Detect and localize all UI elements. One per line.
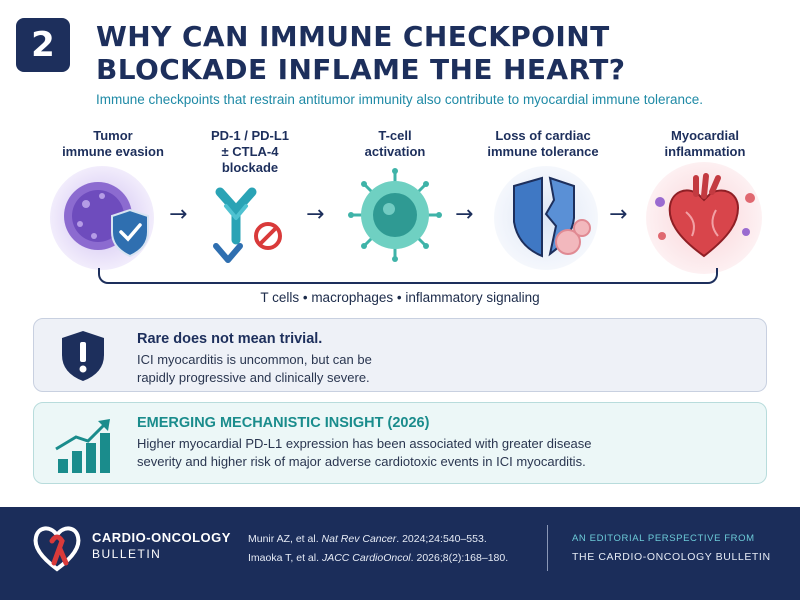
brand-name-line-1: CARDIO-ONCOLOGY	[92, 530, 231, 545]
flow-arrow-2: →	[306, 202, 325, 227]
editorial-line-2: THE CARDIO-ONCOLOGY BULLETIN	[572, 551, 771, 563]
callout-1-body: ICI myocarditis is uncommon, but can be …	[137, 352, 372, 385]
t-cell-icon	[345, 165, 445, 265]
bracket-caption: T cells • macrophages • inflammatory sig…	[260, 290, 540, 305]
callout-mechanistic-insight: EMERGING MECHANISTIC INSIGHT (2026) High…	[33, 402, 767, 484]
inflamed-heart-icon	[646, 162, 762, 274]
footer-bar: CARDIO-ONCOLOGY BULLETIN Munir AZ, et al…	[0, 507, 800, 600]
section-number-badge: 2	[16, 18, 70, 72]
flow-arrow-4: →	[609, 202, 628, 227]
page-subtitle: Immune checkpoints that restrain antitum…	[96, 92, 704, 107]
alert-shield-icon	[58, 329, 108, 388]
heart-ribbon-logo-icon	[30, 519, 84, 580]
reference-1: Munir AZ, et al. Nat Rev Cancer. 2024;24…	[248, 533, 487, 545]
footer-divider	[547, 525, 548, 571]
tumor-cell-shield-icon	[50, 166, 154, 270]
shared-mechanism-bracket	[98, 268, 718, 284]
page-title: WHY CAN IMMUNE CHECKPOINT BLOCKADE INFLA…	[96, 20, 626, 86]
callout-2-body: Higher myocardial PD-L1 expression has b…	[137, 436, 592, 469]
callout-1-heading: Rare does not mean trivial.	[137, 331, 323, 347]
flow-arrow-3: →	[455, 202, 474, 227]
reference-2: Imaoka T, et al. JACC CardioOncol. 2026;…	[248, 552, 509, 564]
antibody-blockade-icon	[202, 180, 302, 270]
callout-2-heading: EMERGING MECHANISTIC INSIGHT (2026)	[137, 415, 430, 431]
flow-arrow-1: →	[169, 202, 188, 227]
trend-up-chart-icon	[54, 415, 114, 480]
callout-rare-not-trivial: Rare does not mean trivial. ICI myocardi…	[33, 318, 767, 392]
broken-shield-icon	[494, 166, 598, 270]
editorial-line-1: AN EDITORIAL PERSPECTIVE FROM	[572, 533, 755, 544]
brand-name-line-2: BULLETIN	[92, 547, 162, 561]
